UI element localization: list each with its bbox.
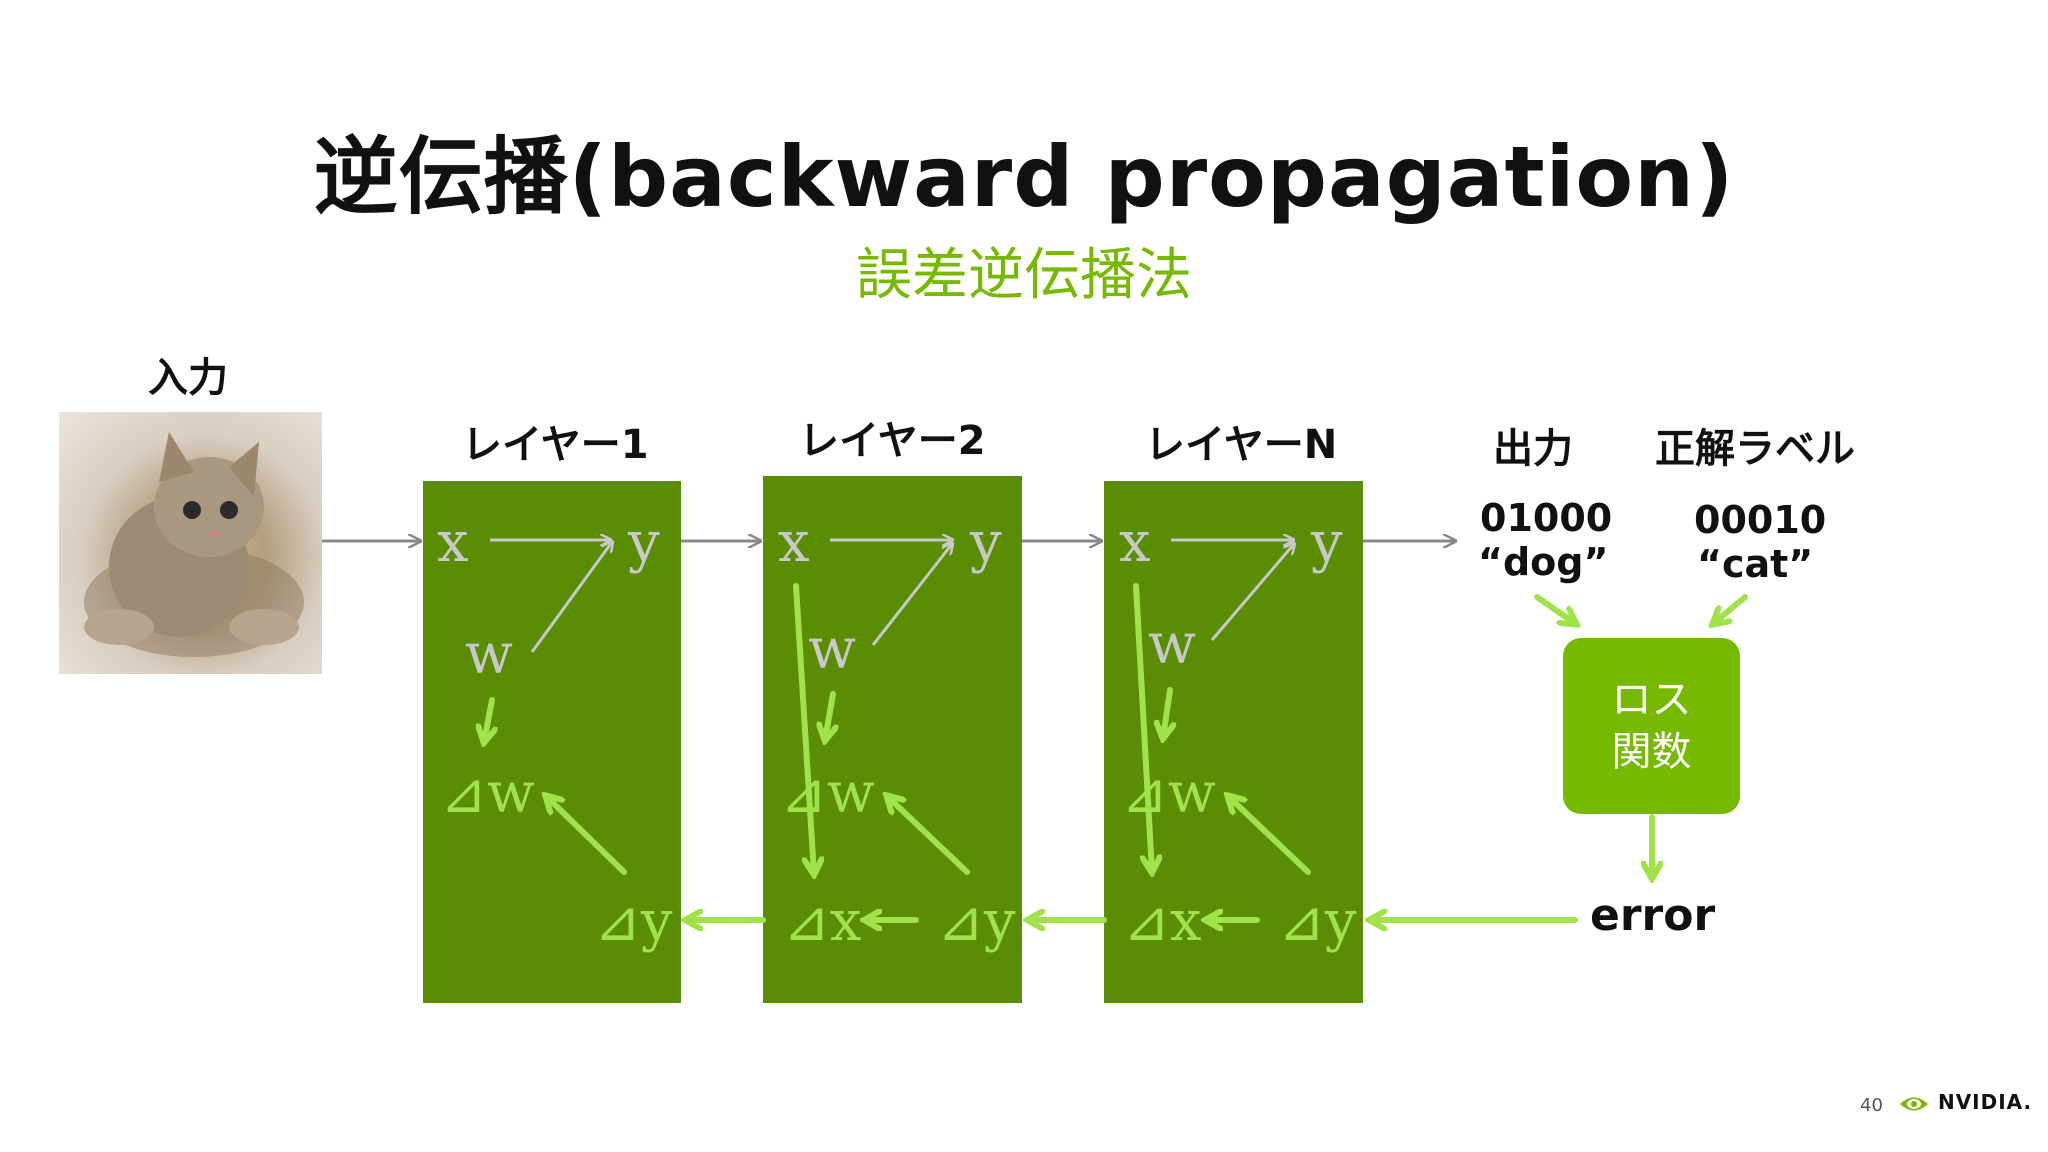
layer1-w: w <box>465 622 513 687</box>
layern-w: w <box>1148 612 1196 677</box>
layer2-w-y-arrow <box>871 544 952 646</box>
page-title: 逆伝播(backward propagation) <box>313 128 1735 226</box>
layer-label-1: レイヤー1 <box>462 422 649 468</box>
output-text: “dog” <box>1478 540 1609 584</box>
layern-x-dx-arrow <box>1133 583 1152 872</box>
loss-line-2: 関数 <box>1611 729 1692 775</box>
layer1-w-dw-arrow <box>484 697 492 742</box>
nvidia-logo-text: NVIDIA. <box>1937 1090 2033 1114</box>
layer-box-1 <box>423 481 681 1003</box>
layern-y: y <box>1311 510 1343 575</box>
output-label: 出力 <box>1493 426 1573 472</box>
output-to-loss-arrow <box>1534 594 1576 624</box>
layer2-dy-dw-arrow <box>887 796 970 875</box>
layer2-dw: ⊿w <box>780 761 875 826</box>
cat-photo <box>59 412 322 674</box>
layern-dy-dw-arrow <box>1228 796 1311 875</box>
error-label: error <box>1590 890 1716 941</box>
layern-w-y-arrow <box>1210 544 1294 641</box>
layern-dx: ⊿x <box>1123 889 1202 954</box>
layer1-dw: ⊿w <box>440 761 535 826</box>
truth-text: “cat” <box>1697 542 1814 586</box>
layer2-dx: ⊿x <box>783 889 862 954</box>
layer1-dy-dw-arrow <box>546 796 627 875</box>
truth-to-loss-arrow <box>1713 594 1748 624</box>
layern-w-dw-arrow <box>1163 687 1170 738</box>
truth-value: 00010 <box>1694 498 1827 542</box>
input-label: 入力 <box>148 355 228 401</box>
truth-label: 正解ラベル <box>1655 426 1855 472</box>
layer2-x-dx-arrow <box>793 583 814 874</box>
nvidia-logo: NVIDIA. <box>1898 1090 2032 1115</box>
layer2-w-dw-arrow <box>825 691 833 740</box>
layer2-y: y <box>970 510 1002 575</box>
layern-x: x <box>1119 510 1151 575</box>
layer2-w: w <box>808 617 856 682</box>
page-number: 40 <box>1860 1095 1883 1116</box>
layer-label-n: レイヤーN <box>1145 422 1338 468</box>
layern-dw: ⊿w <box>1121 761 1216 826</box>
nvidia-eye-icon <box>1900 1097 1928 1110</box>
loss-line-1: ロス <box>1611 677 1692 723</box>
layern-dy: ⊿y <box>1278 889 1357 954</box>
layer1-w-y-arrow <box>530 542 612 653</box>
layer-label-2: レイヤー2 <box>799 418 986 464</box>
layer1-x: x <box>437 510 469 575</box>
page-subtitle: 誤差逆伝播法 <box>856 243 1192 308</box>
layer1-dy: ⊿y <box>594 889 673 954</box>
layer1-y: y <box>628 510 660 575</box>
loss-function-box: ロス 関数 <box>1563 638 1740 814</box>
layer2-dy: ⊿y <box>937 889 1016 954</box>
layer2-x: x <box>778 510 810 575</box>
output-value: 01000 <box>1480 496 1613 540</box>
